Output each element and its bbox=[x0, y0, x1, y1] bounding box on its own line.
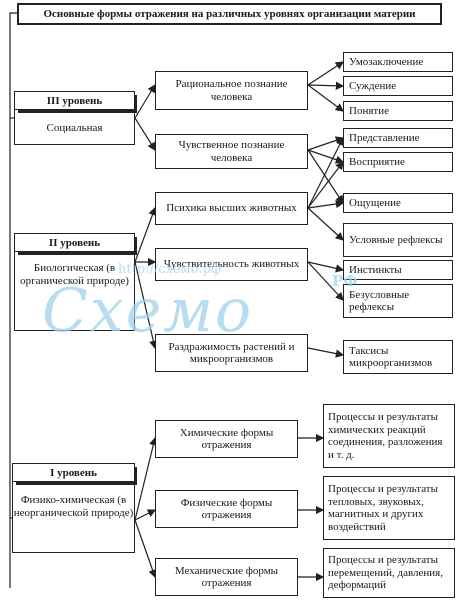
physical-results-box: Процессы и результаты тепловых, звуковых… bbox=[323, 476, 455, 540]
sensory-cognition-box: Чувственное познание человека bbox=[155, 134, 308, 169]
unconditioned-reflexes-box: Безусловные рефлексы bbox=[343, 284, 453, 318]
mechanical-forms-box: Механические формы отражения bbox=[155, 558, 298, 596]
taxis-box: Таксисы микроорганизмов bbox=[343, 340, 453, 374]
level-1-heading: I уровень bbox=[13, 464, 134, 482]
watermark-url: http://схемо.рф bbox=[118, 262, 222, 277]
rational-cognition-box: Рациональное познание человека bbox=[155, 71, 308, 110]
level-2-heading: II уровень bbox=[15, 234, 134, 252]
diagram-title: Основные формы отражения на различных ур… bbox=[17, 3, 442, 25]
chemical-results-box: Процессы и результаты химических реакций… bbox=[323, 404, 455, 468]
irritability-box: Раздражимость растений и микроорганизмов bbox=[155, 334, 308, 372]
level-3-box: III уровень Социальная bbox=[14, 91, 135, 145]
mechanical-results-box: Процессы и результаты перемещений, давле… bbox=[323, 548, 455, 598]
level-3-heading: III уровень bbox=[15, 92, 134, 110]
level-1-box: I уровень Физико-химическая (в неорганич… bbox=[12, 463, 135, 553]
inference-box: Умозаключение bbox=[343, 52, 453, 72]
level-2-box: II уровень Биологическая (в органической… bbox=[14, 233, 135, 331]
level-1-name: Физико-химическая (в неорганической прир… bbox=[13, 494, 134, 519]
judgment-box: Суждение bbox=[343, 76, 453, 96]
conditioned-reflexes-box: Условные рефлексы bbox=[343, 223, 453, 257]
chemical-forms-box: Химические формы отражения bbox=[155, 420, 298, 458]
representation-box: Представление bbox=[343, 128, 453, 148]
perception-box: Восприятие bbox=[343, 152, 453, 172]
level-2-name: Биологическая (в органической природе) bbox=[20, 262, 129, 287]
animal-sensitivity-box: Чувствительность животных bbox=[155, 248, 308, 281]
level-3-name: Социальная bbox=[46, 121, 103, 134]
sensation-box: Ощущение bbox=[343, 193, 453, 213]
watermark-brand: Схемо bbox=[42, 276, 254, 346]
animal-psyche-box: Психика высших животных bbox=[155, 192, 308, 225]
watermark-suffix: РФ bbox=[332, 272, 358, 290]
instincts-box: Инстинкты bbox=[343, 260, 453, 280]
physical-forms-box: Физические формы отражения bbox=[155, 490, 298, 528]
concept-box: Понятие bbox=[343, 101, 453, 121]
